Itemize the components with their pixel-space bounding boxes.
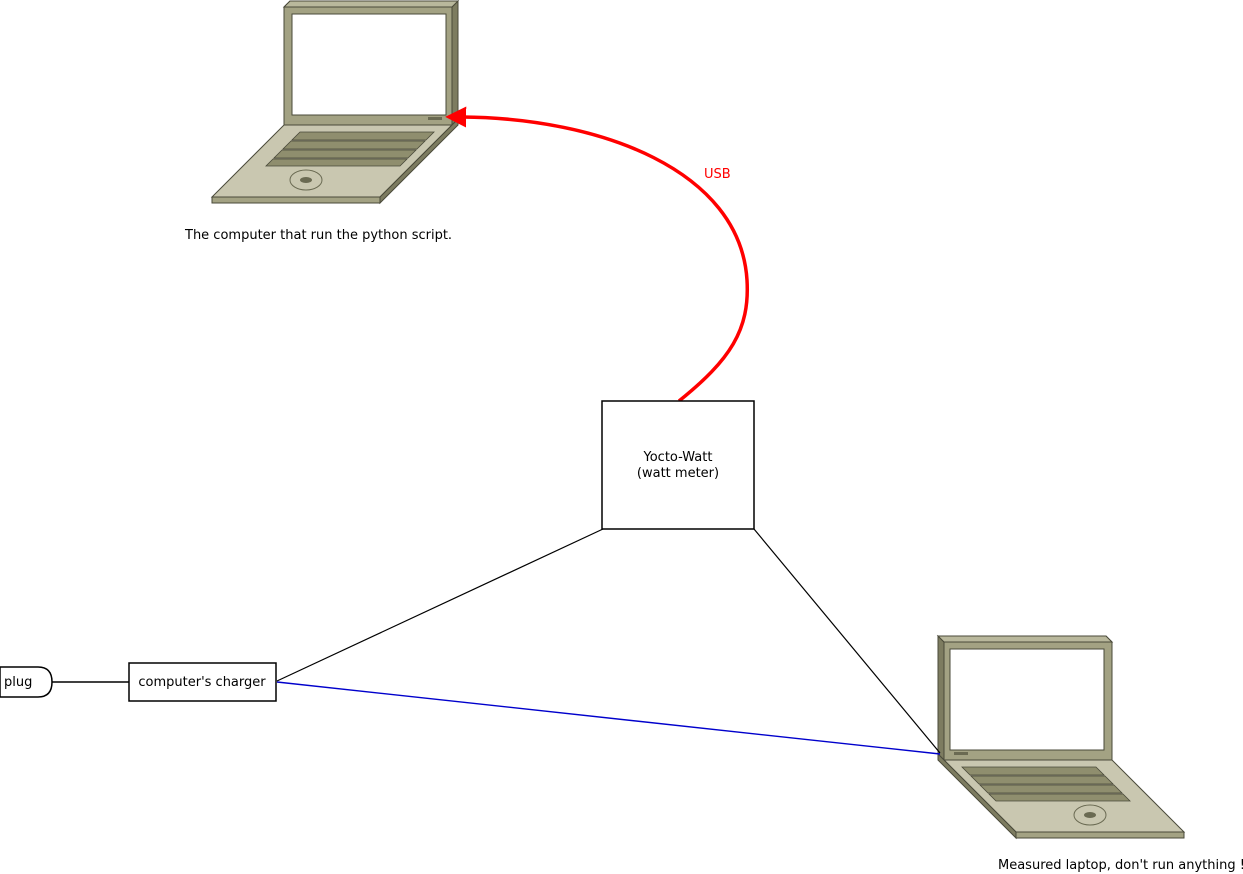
- wattmeter-label-line1: Yocto-Watt: [643, 450, 713, 465]
- measured-laptop-icon: [937, 635, 1185, 839]
- wattmeter-to-charger-link: [276, 528, 604, 682]
- script-computer-caption: The computer that run the python script.: [184, 228, 452, 243]
- usb-label: USB: [704, 167, 731, 182]
- wattmeter-label-line2: (watt meter): [637, 466, 719, 481]
- measured-laptop-caption: Measured laptop, don't run anything !: [998, 858, 1243, 873]
- plug-label: plug: [4, 675, 32, 690]
- charger-label: computer's charger: [138, 675, 266, 690]
- script-computer-laptop-icon: [211, 0, 459, 204]
- charger-box: [128, 662, 277, 702]
- usb-link: [445, 106, 750, 403]
- wattmeter-box: [601, 400, 755, 530]
- charger-to-laptop-link: [276, 681, 941, 755]
- wattmeter-to-laptop-link: [753, 528, 941, 754]
- plug-shape: [0, 666, 53, 698]
